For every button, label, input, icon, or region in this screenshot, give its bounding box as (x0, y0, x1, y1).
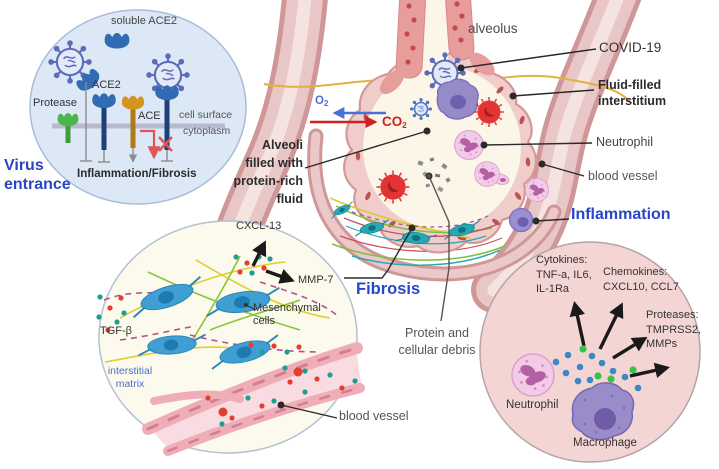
co2-base: CO (382, 114, 403, 129)
inflammation-circle (479, 241, 701, 463)
alveoli-fluid-label: Alveoli filled with protein-rich fluid (205, 136, 303, 208)
virus-entrance-line2: entrance (4, 176, 71, 193)
mmp7-label: MMP-7 (298, 274, 334, 286)
bronchiole-nuclei (404, 1, 465, 65)
mesenchymal-line1: Mesenchymal (253, 302, 321, 314)
vessel-lumen (150, 347, 362, 451)
o2-sub: 2 (323, 99, 329, 108)
fibrosis-title: Fibrosis (356, 280, 421, 298)
neutrophil-right-label: Neutrophil (596, 135, 653, 149)
alveoli-line2: filled with (245, 156, 303, 170)
signal-dots (96, 254, 358, 427)
inflammation-fibrosis-label: Inflammation/Fibrosis (77, 168, 197, 180)
neutrophil-icon (454, 130, 484, 160)
chemokines-line2: CXCL10, CCL7 (603, 280, 679, 293)
cytokines-line3: IL-1Ra (536, 283, 570, 295)
ace2-label: ACE2 (92, 79, 121, 91)
neutrophil-migrating-icon (474, 161, 510, 187)
cytokine-dots (552, 345, 642, 392)
tgf-beta-label: TGF-β (100, 325, 132, 337)
cell-surface-label: cell surface (179, 109, 233, 121)
proteases-line3: MMPs (646, 338, 678, 350)
cxcl13-arrow (251, 240, 267, 267)
neutrophil-icon (511, 353, 555, 397)
fluid-line1: Fluid-filled (598, 78, 662, 92)
proteases-label: Proteases: TMPRSS2, MMPs (646, 308, 701, 352)
debris-line2: cellular debris (398, 343, 476, 357)
blood-vessel-right-label: blood vessel (588, 169, 658, 183)
neutrophil-interstitium-icon (524, 177, 550, 203)
covid19-label: COVID-19 (599, 40, 662, 55)
alveoli-line4: fluid (276, 192, 303, 206)
co2-sub: 2 (402, 121, 407, 130)
vessel-ribbons (142, 342, 365, 456)
chemokines-line1: Chemokines: (603, 266, 668, 278)
matrix-line2: matrix (115, 378, 145, 390)
cytokines-label: Cytokines: TNF-a, IL6, IL-1Ra (536, 253, 592, 297)
bronchiole (379, 0, 495, 95)
alveolus-label: alveolus (468, 21, 518, 36)
interstitium-fibers (331, 235, 506, 266)
protein-debris-label: Protein and cellular debris (383, 325, 491, 359)
proteases-line1: Proteases: (646, 309, 699, 321)
ace2-receptor-icon (92, 93, 116, 150)
protease-label: Protease (33, 97, 78, 109)
secretion-arrows (569, 301, 670, 378)
fibrosis-circle (96, 220, 365, 456)
outer-alveolar-band (307, 128, 562, 282)
inhibition-red-marks (140, 129, 173, 160)
chemokines-label: Chemokines: CXCL10, CCL7 (603, 265, 679, 294)
coronavirus-small-icon (409, 97, 433, 121)
ace-receptor-icon (121, 95, 145, 148)
virus-entrance-circle (29, 9, 247, 205)
virus-entrance-title: Virus entrance (4, 156, 71, 194)
proteases-line2: TMPRSS2, (646, 323, 702, 336)
soluble-ace2-icon (104, 32, 130, 49)
debris-line1: Protein and (405, 326, 469, 340)
cytokines-line1: Cytokines: (536, 254, 588, 266)
soluble-ace2-label: soluble ACE2 (111, 15, 178, 27)
protease-receptor-icon (57, 113, 79, 143)
o2-label: O2 (315, 94, 328, 109)
neutrophil-inflammation-label: Neutrophil (506, 399, 559, 411)
cytoplasm-label: cytoplasm (183, 125, 231, 137)
mmp7-arrow (265, 268, 295, 284)
mesenchymal-cells-label: Mesenchymal cells (253, 302, 321, 328)
cellular-debris (417, 157, 451, 193)
ace-label: ACE (138, 110, 161, 122)
alveoli-line1: Alveoli (262, 138, 303, 152)
left-blood-vessel (208, 0, 328, 273)
leader-lines (277, 48, 597, 419)
alveoli-line3: protein-rich (233, 174, 303, 188)
macrophage-icon (571, 382, 635, 441)
interstitial-matrix-label: interstitial matrix (101, 365, 159, 391)
blood-vessel-left-label: blood vessel (339, 409, 409, 423)
mesenchymal-leader (244, 303, 257, 311)
fluid-line2: interstitium (598, 94, 667, 108)
macrophage-icon (436, 78, 479, 120)
inflammation-title: Inflammation (571, 206, 671, 223)
co2-label: CO2 (382, 114, 407, 131)
matrix-line1: interstitial (107, 365, 153, 377)
macrophage-label: Macrophage (573, 437, 637, 449)
o2-base: O (315, 95, 324, 107)
cytokines-line2: TNF-a, IL6, (536, 268, 592, 281)
virus-entrance-line1: Virus (4, 157, 44, 174)
mesenchymal-line2: cells (253, 315, 276, 327)
effect-lines (80, 82, 173, 163)
fluid-filled-interstitium-label: Fluid-filled interstitium (598, 77, 666, 109)
cxcl13-label: CXCL-13 (236, 220, 282, 232)
monocyte-icon (508, 207, 534, 233)
